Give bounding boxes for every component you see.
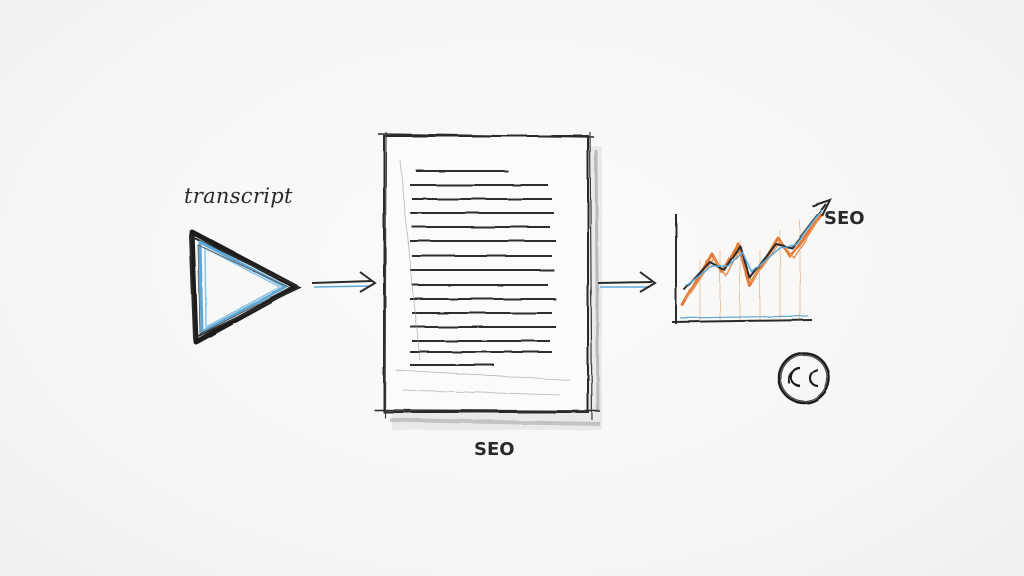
flow-arrow-2 — [597, 271, 657, 293]
flow-arrow-1 — [311, 271, 377, 293]
document-icon — [373, 131, 602, 430]
play-icon — [188, 229, 303, 345]
input-label: transcript — [184, 184, 293, 208]
growth-chart-icon — [671, 198, 832, 324]
chart-label: SEO — [824, 208, 865, 229]
document-label: SEO — [474, 439, 515, 460]
cc-badge-icon — [777, 351, 831, 405]
